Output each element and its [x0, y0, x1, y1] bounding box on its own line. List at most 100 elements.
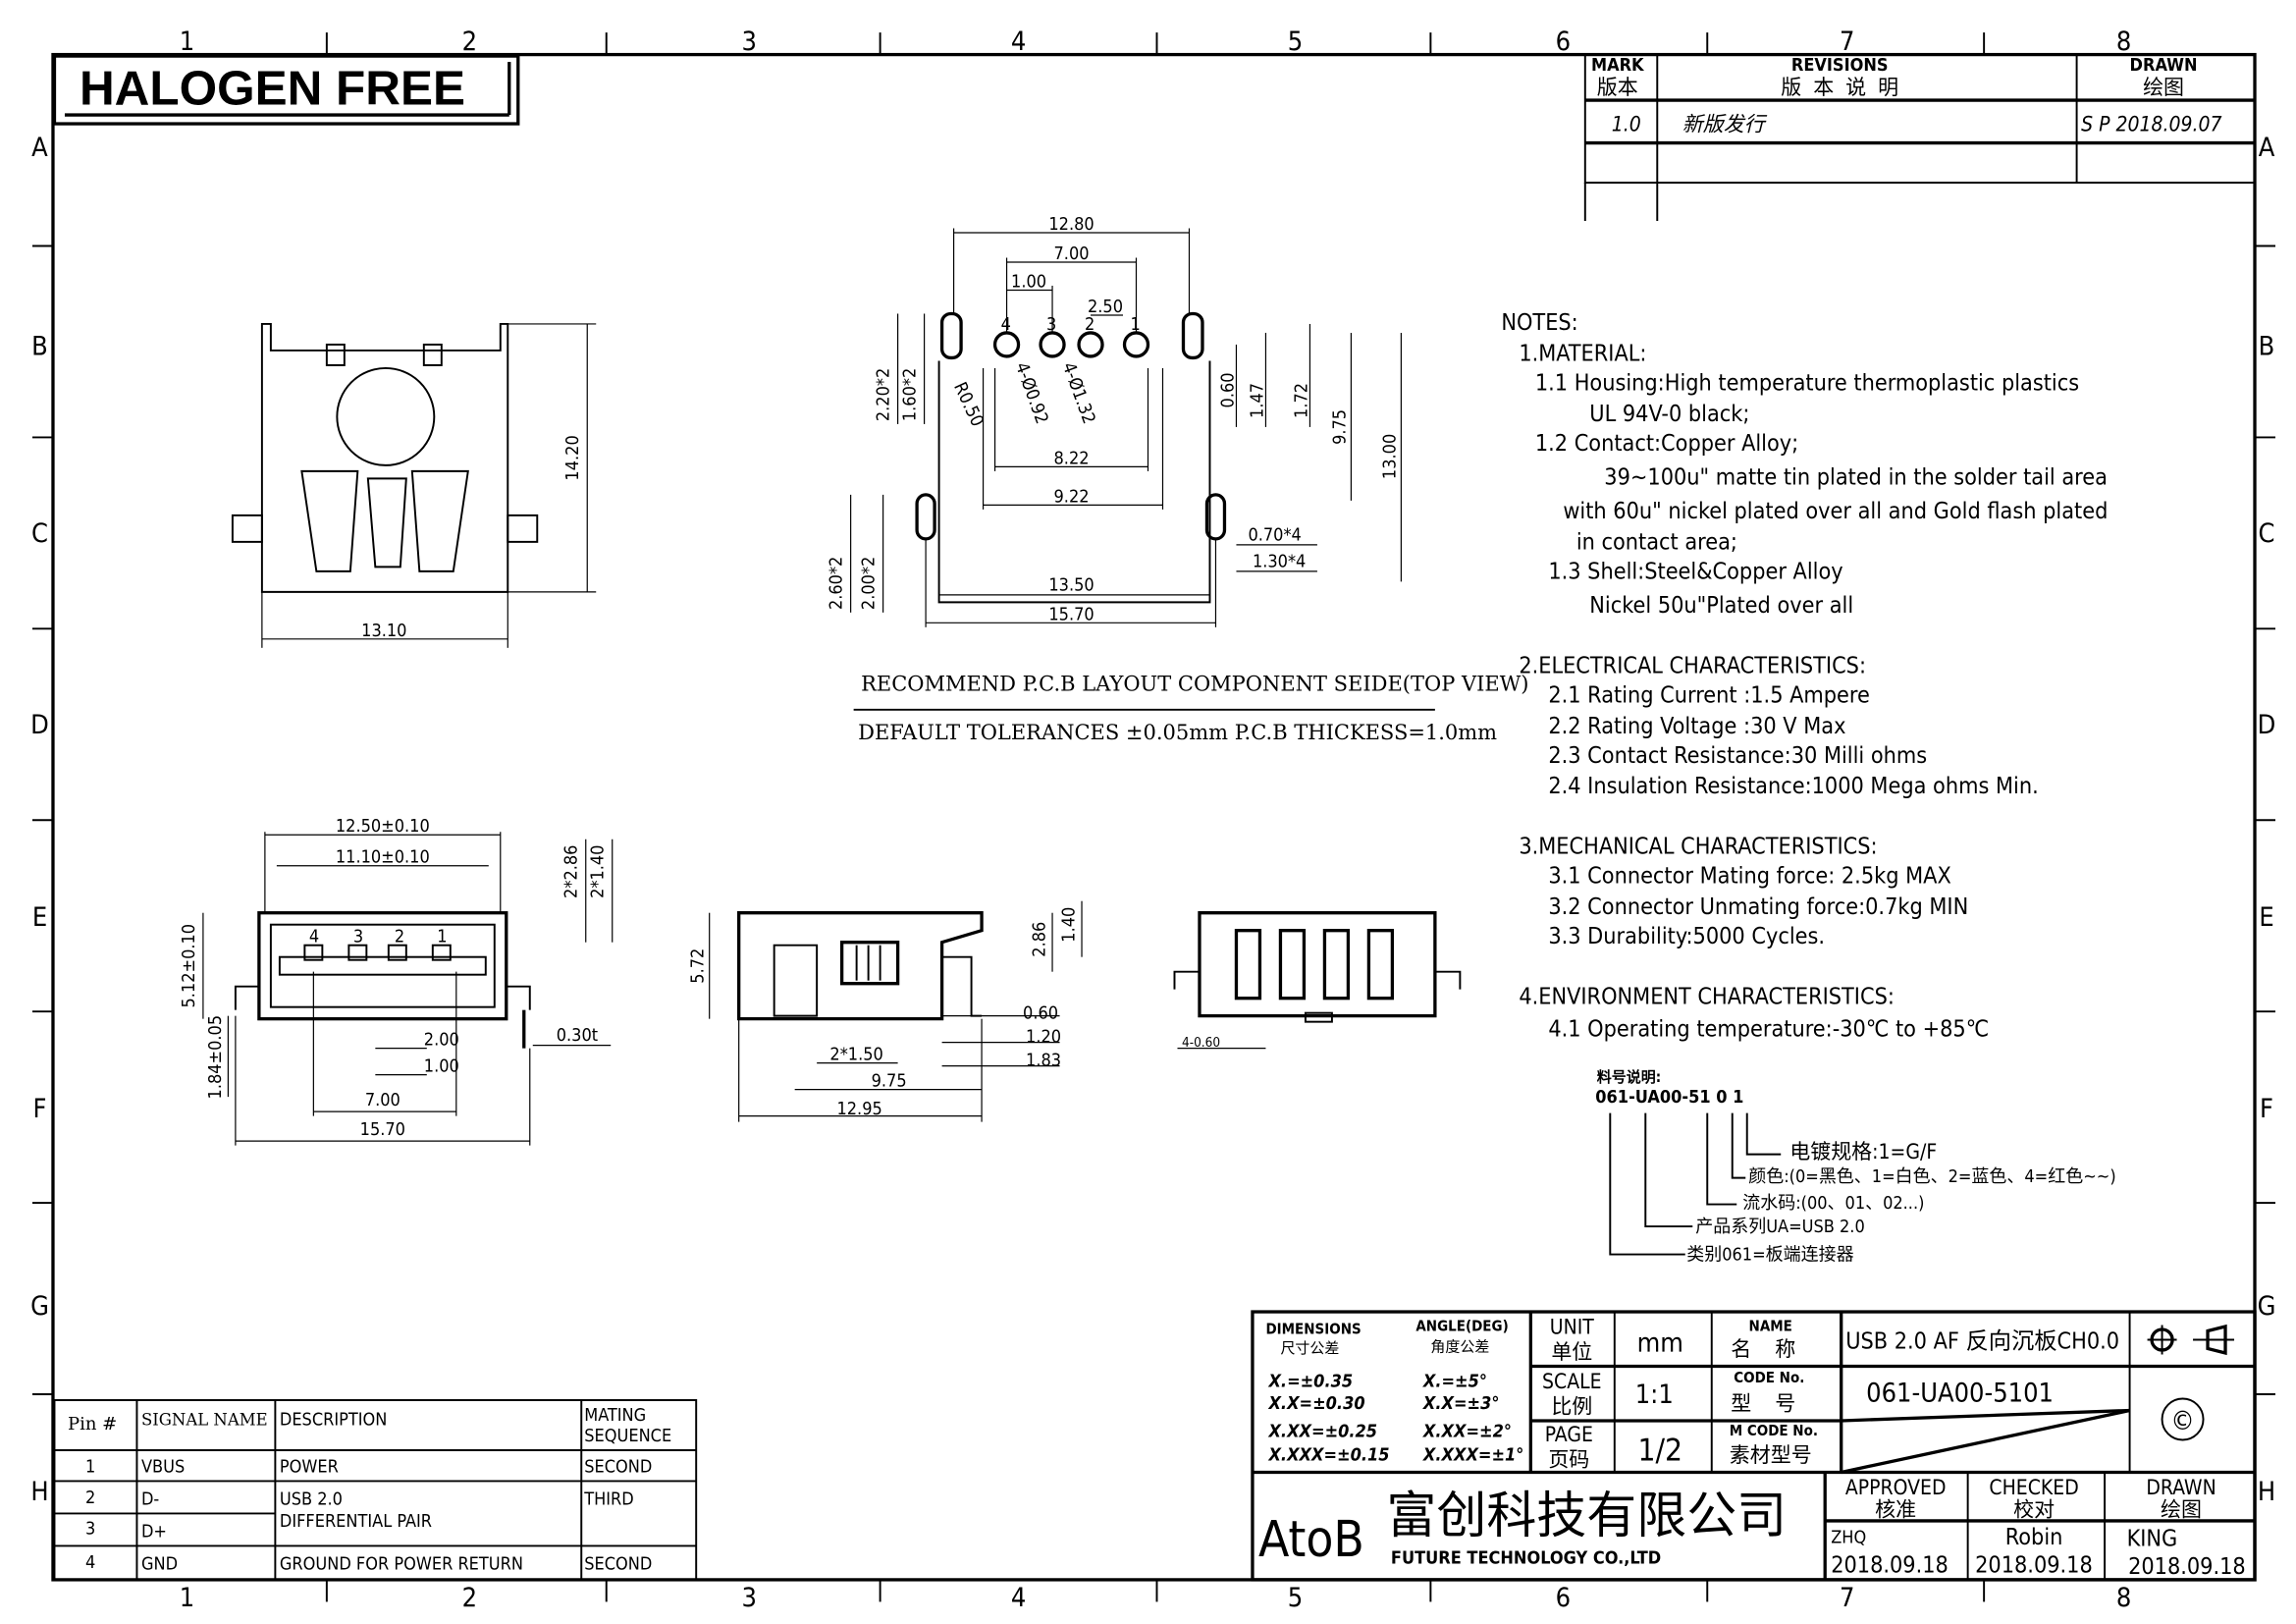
pcb-layout-caption: RECOMMEND P.C.B LAYOUT COMPONENT SEIDE(T… [861, 672, 1528, 695]
grid-col-label: 6 [1556, 1583, 1571, 1613]
pin-cell: 3 [85, 1518, 95, 1539]
grid-col-label: 3 [741, 27, 756, 57]
grid-row-label: H [2258, 1477, 2275, 1507]
dim-label: 8.22 [1054, 448, 1090, 468]
notes-line: 1.2 Contact:Copper Alloy; [1535, 430, 1798, 457]
dim-label: 1.00 [424, 1056, 459, 1077]
page-value: 1/2 [1637, 1433, 1682, 1468]
notes-line: 1.1 Housing:High temperature thermoplast… [1535, 369, 2079, 396]
notes-line: UL 94V-0 black; [1589, 401, 1749, 427]
dim-label: 2.50 [1088, 297, 1123, 317]
approved-date: 2018.09.18 [1831, 1551, 1949, 1578]
grid-ticks [31, 32, 2276, 1602]
angle-label: ANGLE(DEG) [1415, 1318, 1508, 1335]
part-code-item: 类别061=板端连接器 [1686, 1245, 1853, 1266]
grid-row-label: C [2259, 518, 2275, 549]
pin-number: 2 [1085, 314, 1095, 335]
pin-table-header-wrapper: MATING SEQUENCE [584, 1404, 672, 1446]
desc-cell: POWER [280, 1456, 339, 1477]
sheet-border [51, 52, 2257, 1582]
dim-label: 9.22 [1054, 486, 1090, 507]
signal-cell: GND [141, 1553, 178, 1574]
dim-label: 4-Ø1.32 [1058, 359, 1099, 426]
mcode-label: M CODE No. [1730, 1422, 1818, 1439]
drawn-label-cn: 绘图 [2161, 1497, 2202, 1521]
table-row: 2 D- USB 2.0 THIRD [85, 1488, 634, 1509]
company-name-en: FUTURE TECHNOLOGY CO.,LTD [1391, 1547, 1661, 1568]
dim-label: 2.20*2 [874, 368, 894, 421]
rev-desc-header: REVISIONS [1791, 55, 1889, 76]
notes-line: 3.1 Connector Mating force: 2.5kg MAX [1548, 863, 1950, 890]
dim-label: 15.70 [1048, 604, 1094, 624]
code-label: CODE No. [1734, 1369, 1804, 1386]
dim-label: 4-Ø0.92 [1011, 359, 1052, 426]
approved-label-cn: 核准 [1875, 1497, 1916, 1521]
dim-label: 9.75 [1329, 409, 1350, 445]
dim-label: 2.00*2 [859, 557, 880, 610]
dim-label: 1.40 [1059, 907, 1080, 943]
grid-col-label: 5 [1288, 27, 1303, 57]
dim-label: 1.30*4 [1253, 551, 1306, 571]
angle-label-cn: 角度公差 [1430, 1338, 1489, 1356]
scale-label: SCALE [1542, 1370, 1602, 1393]
dim-label: 1.20 [1026, 1027, 1061, 1048]
dim-label: 2.00 [424, 1030, 459, 1051]
rev-mark: 1.0 [1612, 113, 1641, 136]
tolerance: X.=±0.35 [1267, 1371, 1353, 1391]
dim-label: 7.00 [1054, 244, 1090, 264]
revision-table: MARK 版本 REVISIONS 版 本 说 明 DRAWN 绘图 1.0 新… [1583, 53, 2256, 222]
desc-cell: USB 2.0 [280, 1489, 343, 1509]
grid-col-label: 4 [1011, 1583, 1026, 1613]
pin-table-header: DESCRIPTION [280, 1409, 388, 1430]
signal-cell: VBUS [141, 1456, 185, 1477]
grid-row-label: G [2258, 1291, 2276, 1322]
part-name: USB 2.0 AF 反向沉板CH0.0 [1845, 1328, 2119, 1355]
signal-cell: D+ [141, 1521, 167, 1542]
grid-row-label: F [32, 1094, 46, 1124]
grid-row-label: D [30, 710, 49, 740]
grid-col-label: 7 [1840, 27, 1854, 57]
notes-line: in contact area; [1576, 528, 1737, 555]
dimensions-label: DIMENSIONS [1265, 1321, 1361, 1338]
front-view: 4 3 2 1 12.50±0.10 11.10±0.10 2*2.86 2*1… [179, 816, 614, 1146]
dim-label: 0.70*4 [1248, 524, 1301, 545]
part-code-title: 料号说明: [1597, 1068, 1661, 1086]
checked-label-cn: 校对 [2013, 1497, 2055, 1521]
dim-label: 1.83 [1026, 1051, 1061, 1071]
pin-number: 2 [395, 927, 404, 947]
dim-label: 2*1.50 [829, 1045, 882, 1065]
seq-cell: SECOND [584, 1456, 652, 1477]
approved-by: ZHQ [1831, 1527, 1866, 1547]
rear-view: 4-0.60 [1173, 911, 1462, 1051]
checked-date: 2018.09.18 [1975, 1551, 2093, 1578]
grid-col-label: 3 [741, 1583, 756, 1613]
grid-row-label: E [2259, 902, 2273, 933]
notes-line: 2.2 Rating Voltage :30 V Max [1548, 713, 1845, 739]
checked-label: CHECKED [1989, 1476, 2078, 1499]
seq-cell: THIRD [583, 1489, 634, 1509]
scale-label-cn: 比例 [1551, 1394, 1592, 1418]
dim-label: 12.95 [836, 1099, 881, 1119]
dim-label: 9.75 [872, 1071, 907, 1092]
copyright-icon [2161, 1397, 2205, 1441]
approved-label: APPROVED [1845, 1476, 1947, 1499]
pcb-layout-view: 4 3 2 1 12.80 7.00 1.00 2.50 8.22 9.22 1… [827, 214, 1529, 744]
halogen-free-label: HALOGEN FREE [80, 62, 465, 116]
grid-col-label: 5 [1288, 1583, 1303, 1613]
notes-line: 3.MECHANICAL CHARACTERISTICS: [1519, 834, 1877, 860]
dim-label: 13.00 [1379, 434, 1400, 479]
dim-label: 0.60 [1217, 372, 1238, 407]
dim-label: 0.60 [1023, 1003, 1058, 1024]
pin-number: 1 [437, 927, 447, 947]
table-row: 1 VBUS POWER SECOND [85, 1456, 652, 1477]
pin-number: 3 [1046, 314, 1056, 335]
pin-number: 4 [1001, 314, 1011, 335]
table-row: 3 D+ DIFFERENTIAL PAIR [85, 1511, 432, 1542]
rev-mark-header: MARK [1591, 55, 1645, 76]
pin-number: 4 [309, 927, 319, 947]
dim-label: 1.60*2 [900, 368, 921, 421]
top-view: 13.10 14.20 [231, 322, 597, 648]
grid-col-label: 7 [1840, 1583, 1854, 1613]
pin-table-header: MATING SEQUENCE [584, 1404, 672, 1446]
grid-row-label: A [31, 133, 48, 163]
